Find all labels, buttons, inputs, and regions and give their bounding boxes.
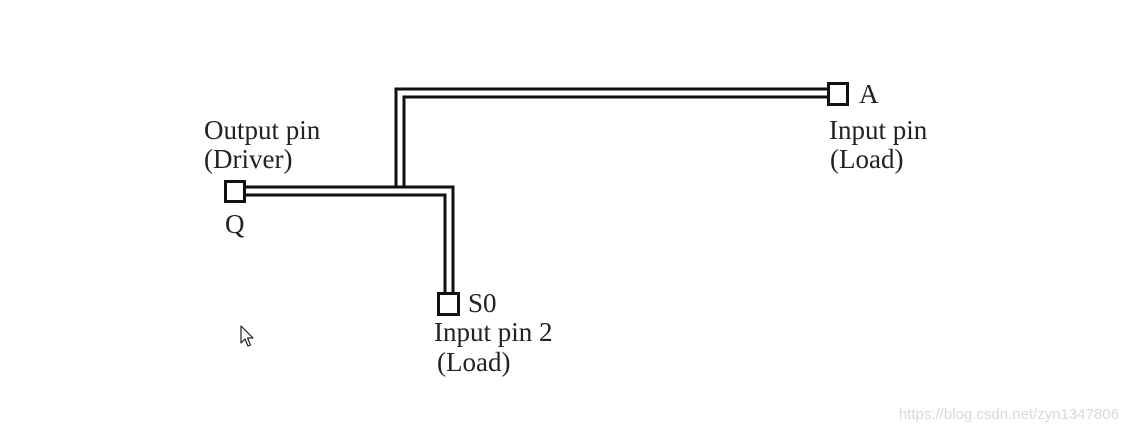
pin-name-s0: S0 [468, 288, 497, 318]
load-a-role-label: Input pin [829, 115, 928, 145]
pin-box-q[interactable] [224, 180, 246, 203]
load-s0-role-label: Input pin 2 [434, 317, 553, 347]
driver-role-label: Output pin [204, 115, 321, 145]
load-s0-role-sublabel: (Load) [437, 347, 511, 377]
pin-box-s0[interactable] [437, 292, 460, 316]
load-a-role-sublabel: (Load) [830, 144, 904, 174]
pin-box-a[interactable] [827, 82, 849, 106]
pin-name-a: A [859, 79, 879, 109]
driver-role-sublabel: (Driver) [204, 144, 293, 174]
wire-to-pin-a [394, 87, 829, 187]
wire-q-to-pin-s0 [245, 185, 455, 293]
pin-name-q: Q [225, 209, 245, 239]
mouse-pointer-icon [240, 325, 254, 347]
watermark-text: https://blog.csdn.net/zyn1347806 [898, 406, 1119, 423]
